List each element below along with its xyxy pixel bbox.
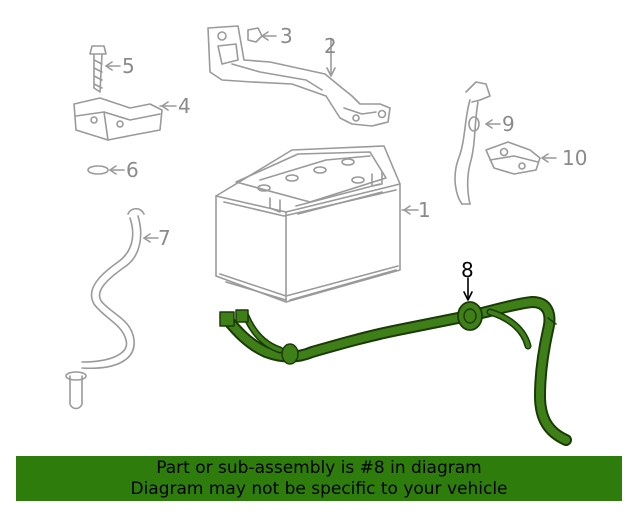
callout-7: 7: [158, 226, 171, 250]
part-8-cable-harness: [219, 296, 572, 446]
part-4-clamp: [73, 97, 177, 141]
banner-line-1: Part or sub-assembly is #8 in diagram: [156, 458, 482, 478]
part-3-bolt: [247, 27, 277, 43]
info-banner: Part or sub-assembly is #8 in diagram Di…: [16, 456, 622, 501]
part-5-bolt: [89, 45, 121, 93]
callout-6: 6: [126, 158, 139, 182]
callout-1: 1: [418, 198, 431, 222]
callout-4: 4: [178, 94, 191, 118]
parts-diagram: [65, 25, 572, 446]
callout-9: 9: [502, 112, 515, 136]
part-9-cable: [454, 81, 501, 205]
callout-10: 10: [562, 146, 588, 170]
part-2-bracket: [207, 25, 391, 127]
part-10-terminal: [485, 141, 557, 175]
part-7-vent-tube: [65, 207, 159, 410]
callout-3: 3: [280, 24, 293, 48]
part-1-battery: [215, 145, 419, 303]
part-6-washer: [87, 165, 125, 175]
callout-8: 8: [461, 258, 474, 282]
callout-2: 2: [324, 34, 337, 58]
callout-5: 5: [122, 54, 135, 78]
banner-line-2: Diagram may not be specific to your vehi…: [130, 479, 508, 499]
